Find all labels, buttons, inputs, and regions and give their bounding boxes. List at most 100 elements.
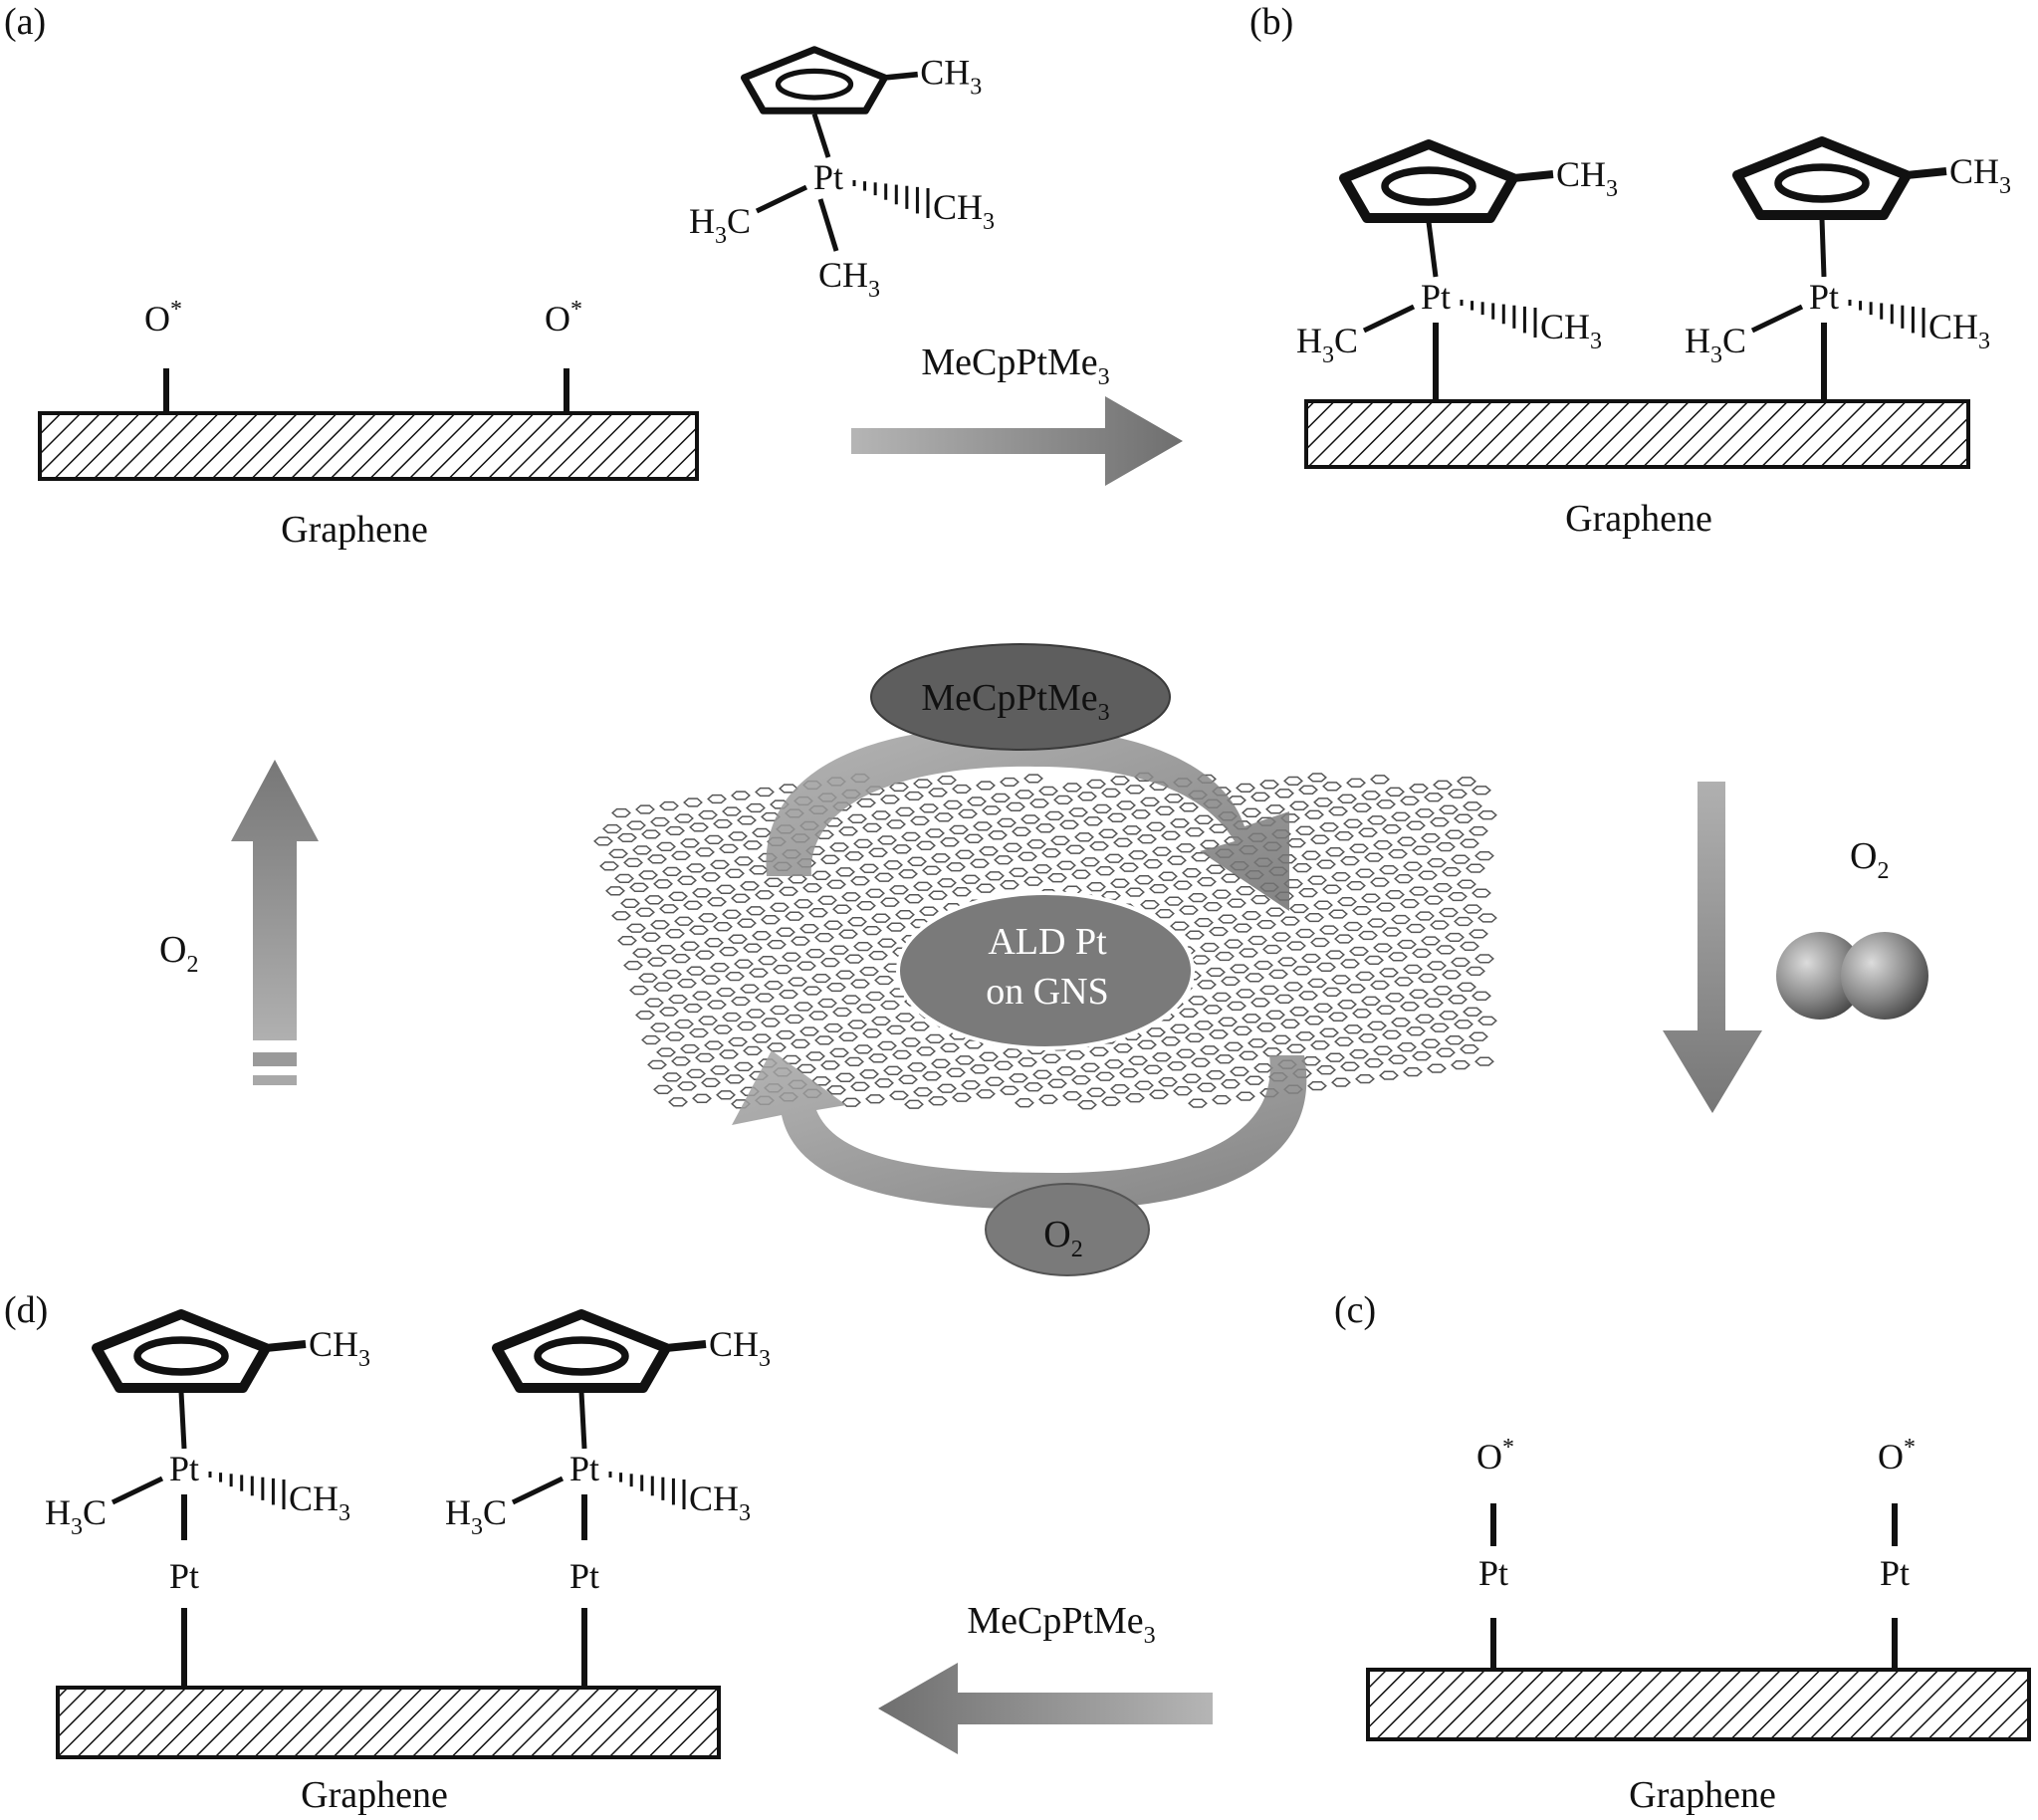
cycle-precursor-node	[870, 643, 1171, 751]
lattice-ring	[1149, 884, 1169, 894]
precursor-label-bottom: MeCpPtMe3	[967, 1600, 1155, 1649]
lattice-ring	[904, 791, 924, 801]
lattice-ring	[865, 991, 885, 1002]
lattice-ring	[1236, 1091, 1255, 1101]
lattice-ring	[1442, 970, 1462, 980]
lattice-ring	[1298, 785, 1318, 795]
lattice-ring	[641, 932, 661, 942]
lattice-ring	[1460, 941, 1479, 952]
lattice-ring	[1140, 796, 1160, 806]
lattice-ring	[1292, 966, 1312, 976]
lattice-ring	[829, 945, 849, 955]
lattice-ring	[1113, 837, 1133, 847]
lattice-ring	[731, 996, 751, 1007]
substrate-label-a: Graphene	[281, 509, 428, 551]
svg-text:CH3: CH3	[1556, 154, 1618, 202]
lattice-ring	[1358, 1033, 1378, 1043]
svg-text:CH3: CH3	[289, 1479, 350, 1526]
lattice-ring	[799, 924, 819, 934]
lattice-ring	[1197, 980, 1217, 990]
lattice-ring	[665, 825, 685, 836]
lattice-ring	[1337, 1000, 1357, 1010]
lattice-ring	[820, 854, 840, 864]
lattice-ring	[719, 843, 739, 854]
lattice-ring	[1224, 939, 1244, 949]
lattice-ring	[1215, 951, 1235, 962]
lattice-ring	[665, 1031, 685, 1041]
lattice-ring	[919, 906, 939, 916]
lattice-ring	[1164, 794, 1184, 803]
svg-text:Pt: Pt	[569, 1449, 599, 1488]
graphene-substrate-d	[56, 1686, 721, 1759]
lattice-ring	[934, 812, 954, 822]
lattice-ring	[844, 851, 864, 861]
lattice-ring	[1256, 1023, 1276, 1032]
lattice-ring	[1056, 860, 1076, 870]
lattice-ring	[716, 884, 736, 894]
lattice-ring	[734, 959, 754, 969]
lattice-ring	[689, 1027, 709, 1038]
surface-oxygen-a1: O*	[144, 297, 182, 413]
lattice-ring	[1265, 804, 1285, 814]
lattice-ring	[1218, 914, 1238, 924]
lattice-ring	[1188, 892, 1208, 903]
lattice-ring	[692, 888, 712, 898]
lattice-ring	[883, 1065, 903, 1075]
lattice-ring	[1015, 790, 1034, 799]
lattice-ring	[1262, 944, 1282, 955]
lattice-ring	[731, 893, 751, 903]
lattice-ring	[1385, 993, 1405, 1003]
lattice-ring	[1477, 1016, 1497, 1025]
lattice-ring	[994, 855, 1014, 865]
lattice-ring	[1283, 776, 1303, 786]
lattice-ring	[1170, 1024, 1190, 1033]
lattice-ring	[788, 874, 807, 884]
lattice-ring	[656, 945, 676, 955]
lattice-ring	[1209, 1029, 1229, 1039]
lattice-ring	[1451, 957, 1471, 968]
lattice-ring	[850, 1081, 870, 1091]
lattice-ring	[886, 1024, 906, 1035]
lattice-ring	[1247, 935, 1267, 946]
lattice-ring	[1382, 927, 1402, 937]
lattice-ring	[838, 826, 858, 836]
ald-cycle-graphic: MeCpPtMe3 ALD Pt on GNS O2	[593, 643, 1497, 1276]
lattice-ring	[1373, 840, 1393, 850]
lattice-ring	[862, 1028, 882, 1038]
lattice-ring	[602, 823, 622, 834]
lattice-ring	[853, 941, 873, 952]
lattice-ring	[1188, 996, 1208, 1006]
lattice-ring	[614, 873, 634, 883]
lattice-ring	[671, 954, 691, 964]
lattice-ring	[1239, 948, 1258, 958]
lattice-ring	[982, 805, 1002, 815]
lattice-ring	[892, 844, 912, 854]
lattice-ring	[964, 833, 984, 843]
lattice-ring	[653, 982, 673, 992]
lattice-ring	[1018, 1057, 1037, 1067]
surface-oxygen-a2: O*	[545, 297, 582, 413]
lattice-ring	[859, 1069, 879, 1079]
lattice-ring	[862, 926, 882, 936]
lattice-ring	[1047, 1078, 1067, 1088]
lattice-ring	[1454, 916, 1473, 927]
lattice-ring	[925, 1033, 945, 1044]
lattice-ring	[1418, 870, 1438, 880]
lattice-ring	[617, 936, 637, 946]
lattice-ring	[796, 961, 816, 971]
lattice-ring	[802, 883, 822, 893]
svg-text:Pt: Pt	[569, 1556, 599, 1596]
lattice-ring	[1274, 789, 1294, 798]
lattice-ring	[638, 973, 658, 983]
lattice-ring	[785, 911, 804, 921]
lattice-ring	[1457, 982, 1476, 992]
lattice-ring	[943, 799, 963, 810]
lattice-ring	[838, 1031, 858, 1042]
lattice-ring	[1409, 886, 1429, 896]
lattice-ring	[1197, 1082, 1217, 1092]
lattice-ring	[1370, 775, 1390, 785]
lattice-ring	[668, 891, 688, 901]
lattice-ring	[1026, 839, 1046, 849]
lattice-ring	[1086, 882, 1106, 892]
lattice-ring	[1415, 808, 1435, 818]
